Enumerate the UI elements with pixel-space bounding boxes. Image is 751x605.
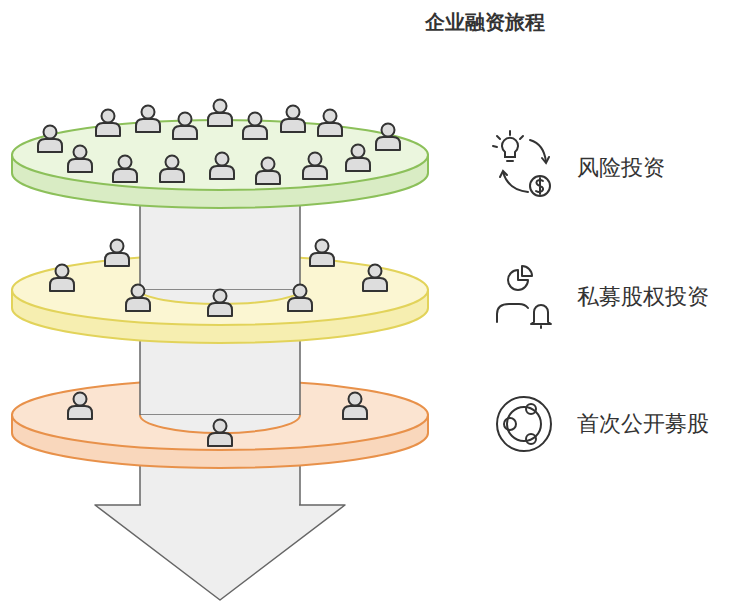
people-group [38, 100, 400, 447]
vc-icon [493, 131, 550, 196]
ipo-icon [497, 397, 551, 451]
diagram-title: 企业融资旅程 [425, 9, 545, 36]
stage-label: 风险投资 [577, 153, 665, 183]
stage-label: 私募股权投资 [577, 282, 709, 312]
vc-disc [12, 120, 428, 208]
stage-label: 首次公开募股 [577, 409, 709, 439]
pe-icon [497, 266, 551, 328]
